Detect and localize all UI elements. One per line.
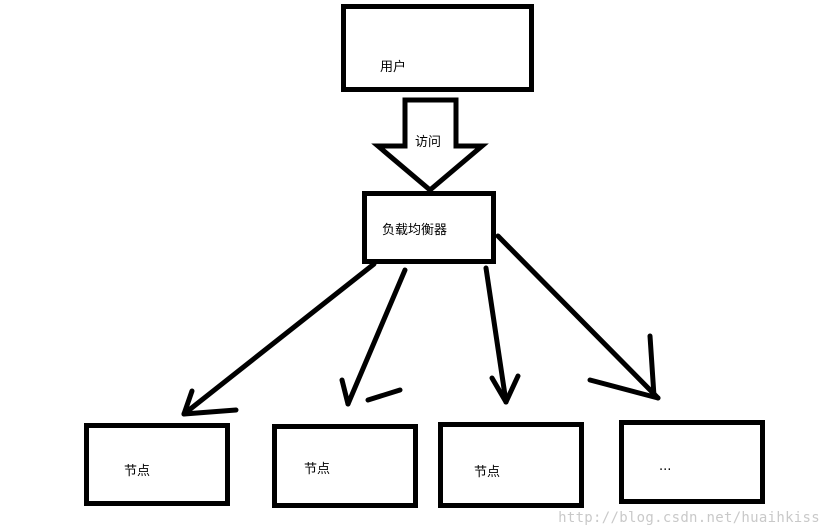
node-label-2: 节点: [304, 462, 331, 477]
edge-to-node-3: [483, 265, 521, 405]
user-label: 用户: [380, 60, 407, 75]
edge-to-node-4: [495, 233, 661, 401]
user-box: 用户: [341, 4, 534, 92]
node-box-3: 节点: [438, 422, 584, 508]
watermark: http://blog.csdn.net/huaihkiss: [558, 510, 820, 526]
node-label-4: ...: [659, 459, 672, 474]
load-balancer-label: 负载均衡器: [382, 223, 448, 238]
node-label-3: 节点: [474, 465, 501, 480]
edge-to-node-1: [181, 261, 377, 417]
access-arrow-shape: [371, 97, 489, 194]
node-box-1: 节点: [84, 423, 230, 506]
node-box-4: ...: [619, 420, 765, 504]
node-label-1: 节点: [124, 464, 151, 479]
edge-to-node-2: [339, 267, 408, 407]
access-label: 访问: [415, 135, 442, 150]
node-box-2: 节点: [272, 424, 418, 508]
load-balancer-box: 负载均衡器: [362, 191, 496, 264]
